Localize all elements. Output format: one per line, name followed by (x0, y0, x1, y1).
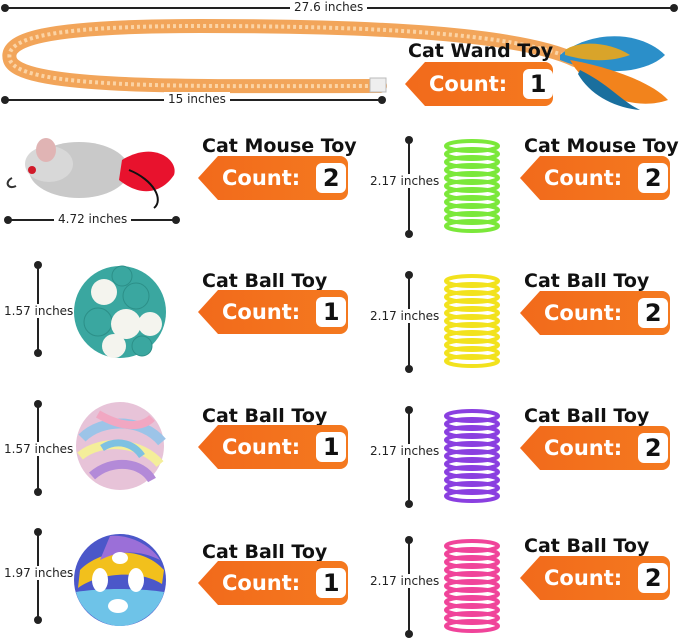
dimension-end-dot (34, 261, 42, 269)
dimension-end-dot (405, 136, 413, 144)
spring-toy-image (444, 409, 500, 503)
dimension-end-dot (34, 528, 42, 536)
total-length-label: 27.6 inches (290, 0, 368, 14)
count-value: 1 (316, 297, 347, 327)
spring-coil (444, 619, 500, 633)
count-label: Count: (222, 166, 301, 190)
count-value: 1 (523, 69, 553, 99)
dimension-end-dot (378, 96, 386, 104)
wand-toy-image (2, 18, 668, 110)
ball-title: Cat Ball Toy (202, 270, 328, 292)
spring-count-badge: Count: 2 (520, 156, 670, 200)
wand-title: Cat Wand Toy (408, 40, 554, 62)
mouse-toy-image (6, 138, 175, 209)
dimension-end-dot (405, 536, 413, 544)
ball-title: Cat Ball Toy (202, 405, 328, 427)
spring-title: Cat Ball Toy (524, 535, 650, 557)
ball-size-label: 1.97 inches (4, 566, 74, 580)
spring-count-badge: Count: 2 (520, 291, 670, 335)
count-value: 2 (638, 298, 669, 328)
count-label: Count: (544, 301, 623, 325)
dimension-end-dot (405, 230, 413, 238)
dimension-end-dot (172, 216, 180, 224)
count-label: Count: (544, 166, 623, 190)
spring-title: Cat Ball Toy (524, 405, 650, 427)
spring-toy-image (444, 139, 500, 233)
rod-length-label: 15 inches (164, 92, 230, 106)
spring-size-label: 2.17 inches (370, 174, 440, 188)
spring-title: Cat Mouse Toy (524, 135, 679, 157)
spring-size-label: 2.17 inches (370, 309, 440, 323)
pompom-ball-image (74, 265, 166, 358)
spring-coil (444, 489, 500, 503)
count-value: 2 (316, 163, 347, 193)
yarn-ball-image (76, 402, 166, 490)
dimension-end-dot (405, 406, 413, 414)
ball-count-badge: Count: 1 (198, 290, 348, 334)
spring-toy-image (444, 539, 500, 633)
count-value: 1 (316, 568, 347, 598)
mouse-title: Cat Mouse Toy (202, 135, 357, 157)
spring-toy-image (444, 274, 500, 368)
spring-coil (444, 354, 500, 368)
dimension-end-dot (34, 616, 42, 624)
mouse-size-label: 4.72 inches (54, 212, 132, 226)
count-value: 2 (638, 563, 669, 593)
count-value: 1 (316, 432, 347, 462)
spring-coil (444, 219, 500, 233)
ball-size-label: 1.57 inches (4, 442, 74, 456)
bell-ball-image (74, 534, 166, 626)
dimension-end-dot (405, 271, 413, 279)
dimension-end-dot (34, 488, 42, 496)
ball-size-label: 1.57 inches (4, 304, 74, 318)
count-label: Count: (222, 571, 301, 595)
count-label: Count: (222, 300, 301, 324)
count-value: 2 (638, 163, 669, 193)
spring-size-label: 2.17 inches (370, 444, 440, 458)
ball-title: Cat Ball Toy (202, 541, 328, 563)
dimension-end-dot (405, 630, 413, 638)
count-label: Count: (544, 436, 623, 460)
dimension-end-dot (4, 216, 12, 224)
dimension-end-dot (34, 349, 42, 357)
spring-count-badge: Count: 2 (520, 556, 670, 600)
wand-count-badge: Count: 1 (405, 62, 553, 106)
spring-size-label: 2.17 inches (370, 574, 440, 588)
spring-count-badge: Count: 2 (520, 426, 670, 470)
dimension-end-dot (405, 500, 413, 508)
spring-title: Cat Ball Toy (524, 270, 650, 292)
mouse-count-badge: Count: 2 (198, 156, 348, 200)
dimension-end-dot (405, 365, 413, 373)
dimension-end-dot (1, 4, 9, 12)
ball-count-badge: Count: 1 (198, 561, 348, 605)
count-label: Count: (544, 566, 623, 590)
count-label: Count: (222, 435, 301, 459)
count-label: Count: (429, 72, 508, 96)
ball-count-badge: Count: 1 (198, 425, 348, 469)
dimension-end-dot (34, 400, 42, 408)
count-value: 2 (638, 433, 669, 463)
dimension-end-dot (670, 4, 678, 12)
dimension-end-dot (1, 96, 9, 104)
